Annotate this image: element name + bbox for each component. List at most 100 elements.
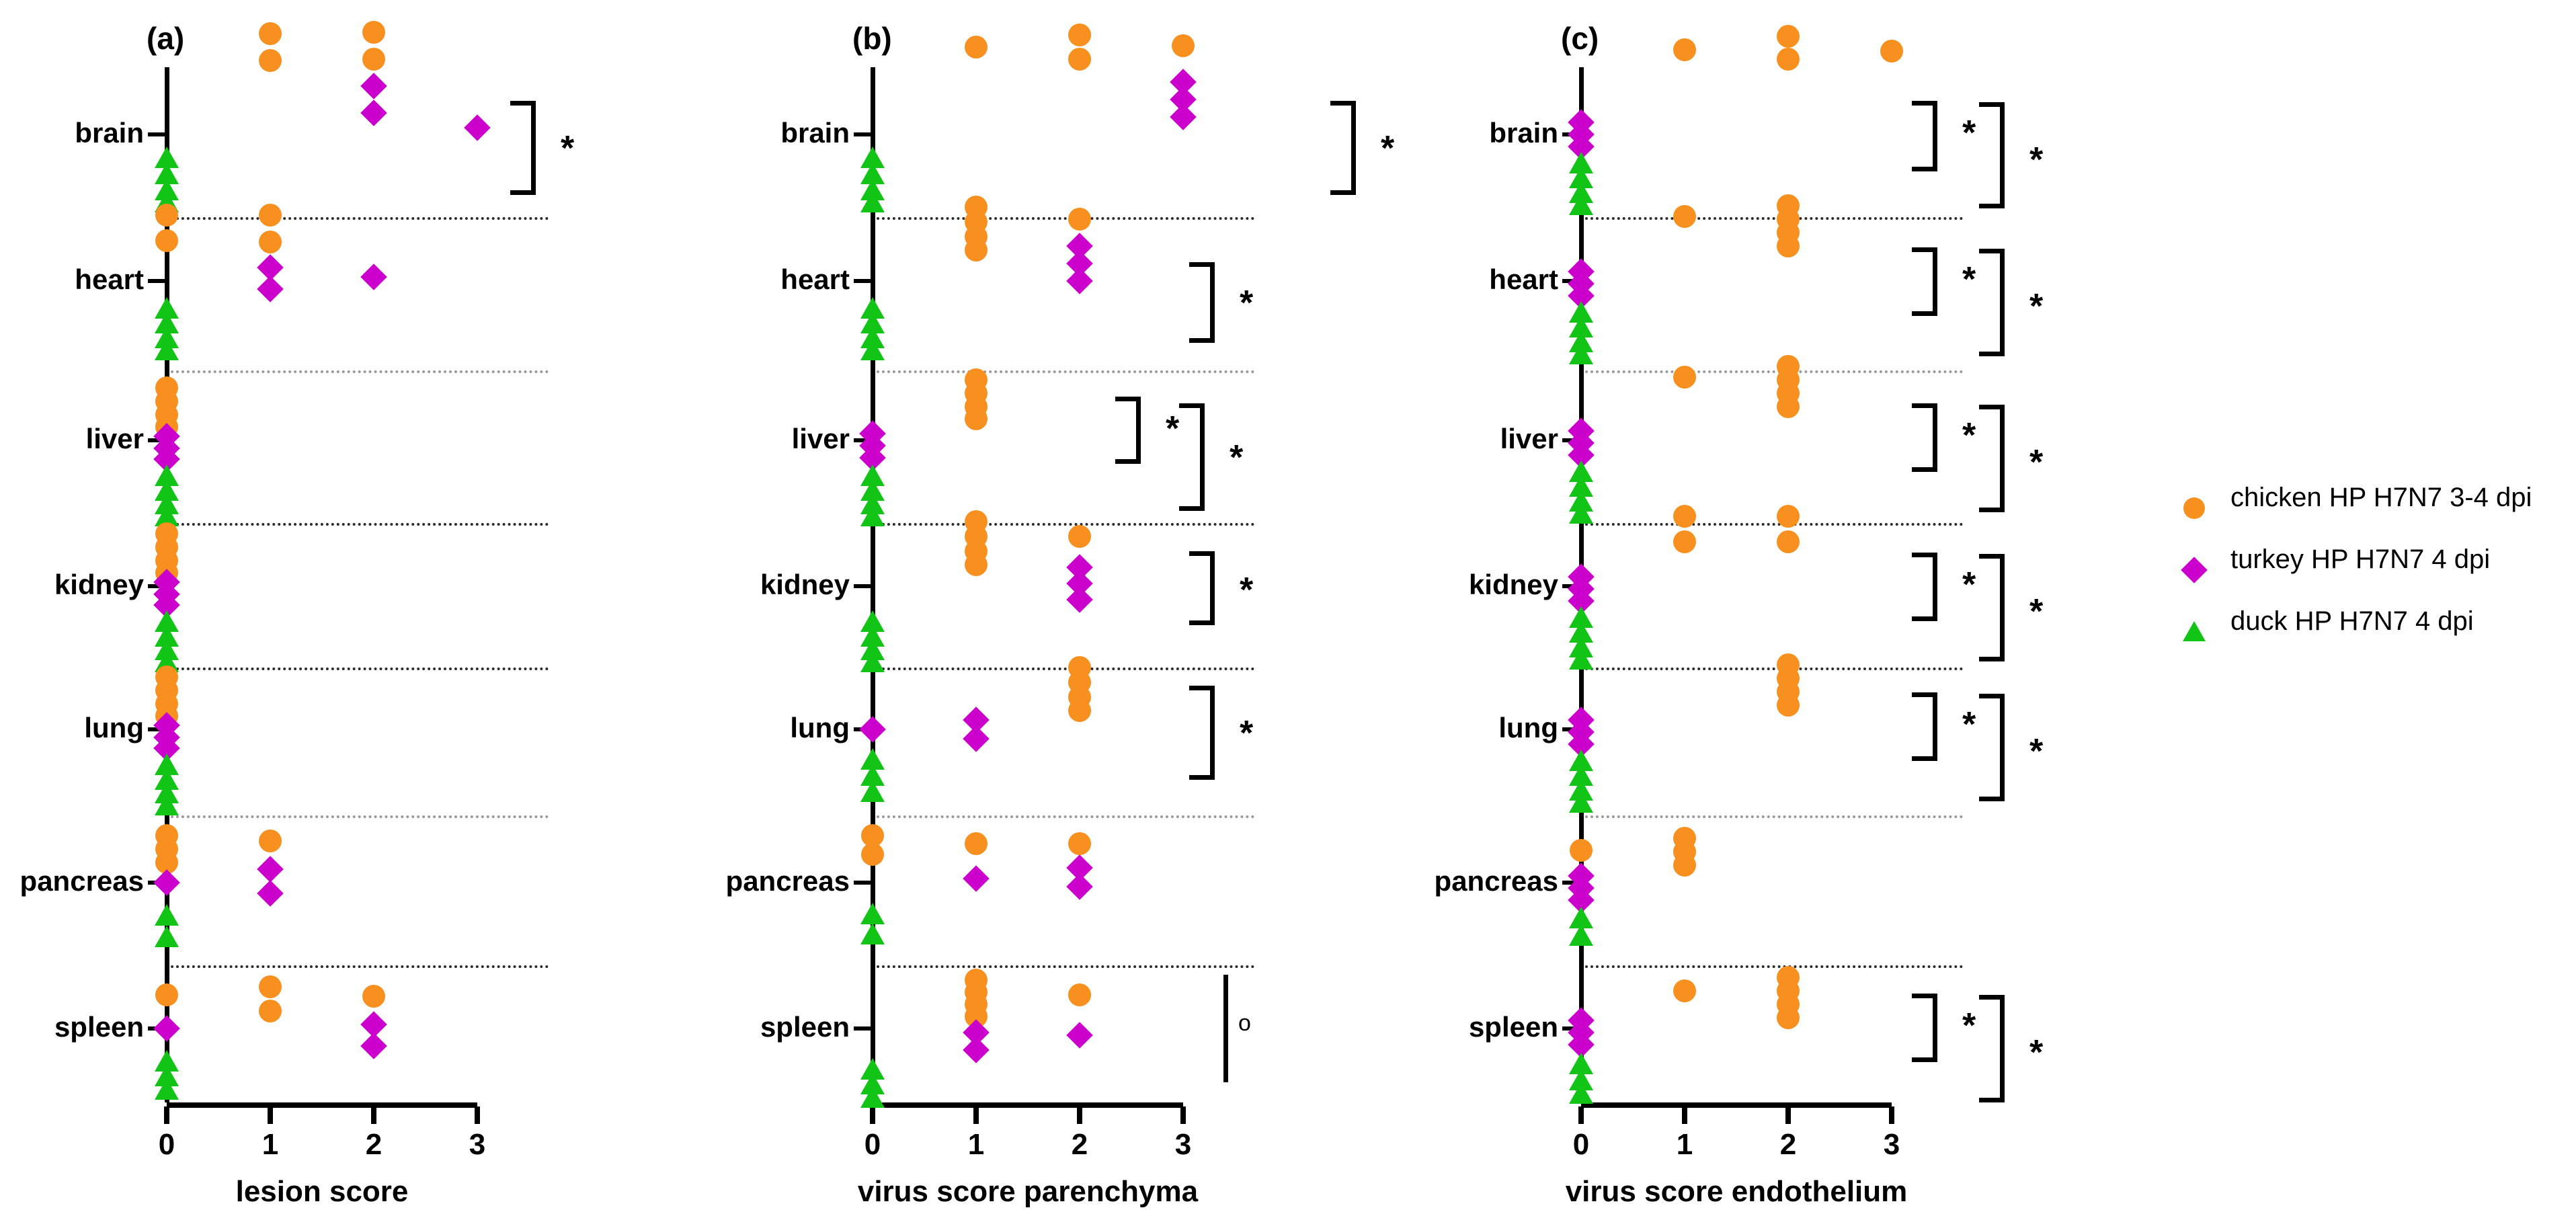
data-point-duck — [1569, 502, 1593, 524]
x-axis-title: virus score endothelium — [1565, 1175, 1908, 1208]
data-point-duck — [860, 1086, 885, 1108]
legend-item-2[interactable]: duck HP H7N7 4 dpi — [2183, 606, 2560, 661]
bracket-arm-bottom — [1330, 190, 1356, 195]
bracket-arm-top — [1979, 405, 2005, 409]
bracket-stem — [1933, 247, 1937, 316]
bracket-arm-bottom — [1979, 657, 2005, 661]
x-tick-label: 1 — [967, 1128, 985, 1161]
x-tick — [164, 1106, 169, 1124]
significance-mark: * — [1962, 260, 1976, 299]
bracket-stem — [2000, 249, 2005, 356]
significance-bracket — [1979, 554, 2025, 661]
legend-item-0[interactable]: chicken HP H7N7 3-4 dpi — [2183, 483, 2560, 538]
data-point-chicken — [965, 407, 988, 430]
data-point-duck — [1569, 791, 1593, 813]
bracket-arm-bottom — [1912, 467, 1937, 472]
row-label-liver: liver — [1500, 423, 1558, 454]
x-tick — [1578, 1106, 1584, 1124]
bracket-stem — [1933, 994, 1937, 1062]
significance-bracket — [1979, 405, 2025, 512]
x-tick-label: 2 — [1071, 1128, 1088, 1161]
bracket-arm-top — [1189, 686, 1215, 690]
x-tick-label: 2 — [1779, 1128, 1797, 1161]
row-label-spleen: spleen — [760, 1011, 850, 1043]
significance-bracket — [1979, 694, 2025, 801]
significance-mark: * — [1962, 565, 1976, 604]
data-point-chicken — [965, 239, 988, 261]
data-point-chicken — [965, 553, 988, 576]
bracket-arm-top — [1912, 247, 1937, 252]
data-point-chicken — [965, 832, 988, 855]
significance-mark: * — [2029, 140, 2044, 179]
bracket-arm-top — [1979, 554, 2005, 559]
data-point-chicken — [1777, 694, 1800, 717]
row-separator — [1585, 815, 1963, 818]
data-point-chicken — [259, 1000, 282, 1022]
data-point-duck — [860, 651, 885, 672]
row-separator — [1585, 965, 1963, 968]
row-label-kidney: kidney — [760, 569, 850, 600]
bracket-arm-top — [1330, 101, 1356, 106]
data-point-chicken — [1673, 366, 1696, 389]
x-tick-label: 0 — [864, 1128, 881, 1161]
row-label-kidney: kidney — [1468, 569, 1558, 600]
data-point-duck — [860, 903, 885, 924]
bracket-stem — [1136, 397, 1141, 464]
x-axis-title: lesion score — [235, 1175, 409, 1208]
significance-mark: * — [1240, 571, 1254, 610]
x-tick — [475, 1106, 480, 1124]
bracket-arm-bottom — [1912, 311, 1937, 316]
x-tick — [1180, 1106, 1186, 1124]
row-tick-kidney — [854, 584, 871, 588]
data-point-duck — [1569, 343, 1593, 364]
row-tick-heart — [148, 279, 165, 283]
data-point-chicken — [1068, 48, 1091, 71]
row-tick-brain — [148, 132, 165, 136]
bracket-arm-top — [510, 101, 536, 106]
significance-bracket — [1189, 686, 1236, 780]
triangle-icon — [2183, 621, 2206, 641]
row-separator — [877, 668, 1254, 670]
row-label-brain: brain — [780, 117, 850, 149]
bracket-arm-top — [1912, 553, 1937, 557]
significance-bracket — [1223, 975, 1228, 1082]
data-point-chicken — [259, 975, 282, 998]
row-separator — [171, 523, 549, 526]
row-tick-liver — [854, 438, 871, 442]
row-separator — [171, 668, 549, 670]
legend-label: chicken HP H7N7 3-4 dpi — [2230, 483, 2532, 512]
bracket-stem — [1351, 101, 1356, 195]
significance-mark: * — [2029, 592, 2044, 631]
data-point-chicken — [1880, 40, 1903, 63]
data-point-chicken — [1777, 505, 1800, 528]
bracket-arm-bottom — [1189, 338, 1215, 343]
bracket-arm-bottom — [1979, 204, 2005, 208]
data-point-duck — [155, 926, 179, 947]
row-label-brain: brain — [75, 117, 144, 149]
x-tick-label: 1 — [261, 1128, 279, 1161]
data-point-duck — [1569, 924, 1593, 946]
significance-mark: * — [1962, 1006, 1976, 1045]
bracket-arm-bottom — [1979, 797, 2005, 801]
bracket-arm-top — [1979, 249, 2005, 253]
bracket-arm-bottom — [1979, 508, 2005, 512]
data-point-chicken — [259, 204, 282, 227]
bracket-arm-top — [1979, 694, 2005, 698]
row-separator — [171, 815, 549, 818]
data-point-chicken — [1673, 530, 1696, 553]
data-point-chicken — [259, 22, 282, 45]
legend-item-1[interactable]: turkey HP H7N7 4 dpi — [2181, 544, 2560, 600]
row-tick-liver — [148, 438, 165, 442]
x-tick — [870, 1106, 875, 1124]
data-point-duck — [860, 780, 885, 802]
data-point-chicken — [1068, 24, 1091, 46]
x-tick-label: 2 — [365, 1128, 383, 1161]
diamond-icon — [2181, 557, 2208, 583]
x-tick — [1785, 1106, 1791, 1124]
bracket-arm-bottom — [1912, 167, 1937, 171]
data-point-chicken — [1777, 25, 1800, 48]
x-tick-label: 3 — [469, 1128, 486, 1161]
data-point-duck — [1569, 194, 1593, 215]
